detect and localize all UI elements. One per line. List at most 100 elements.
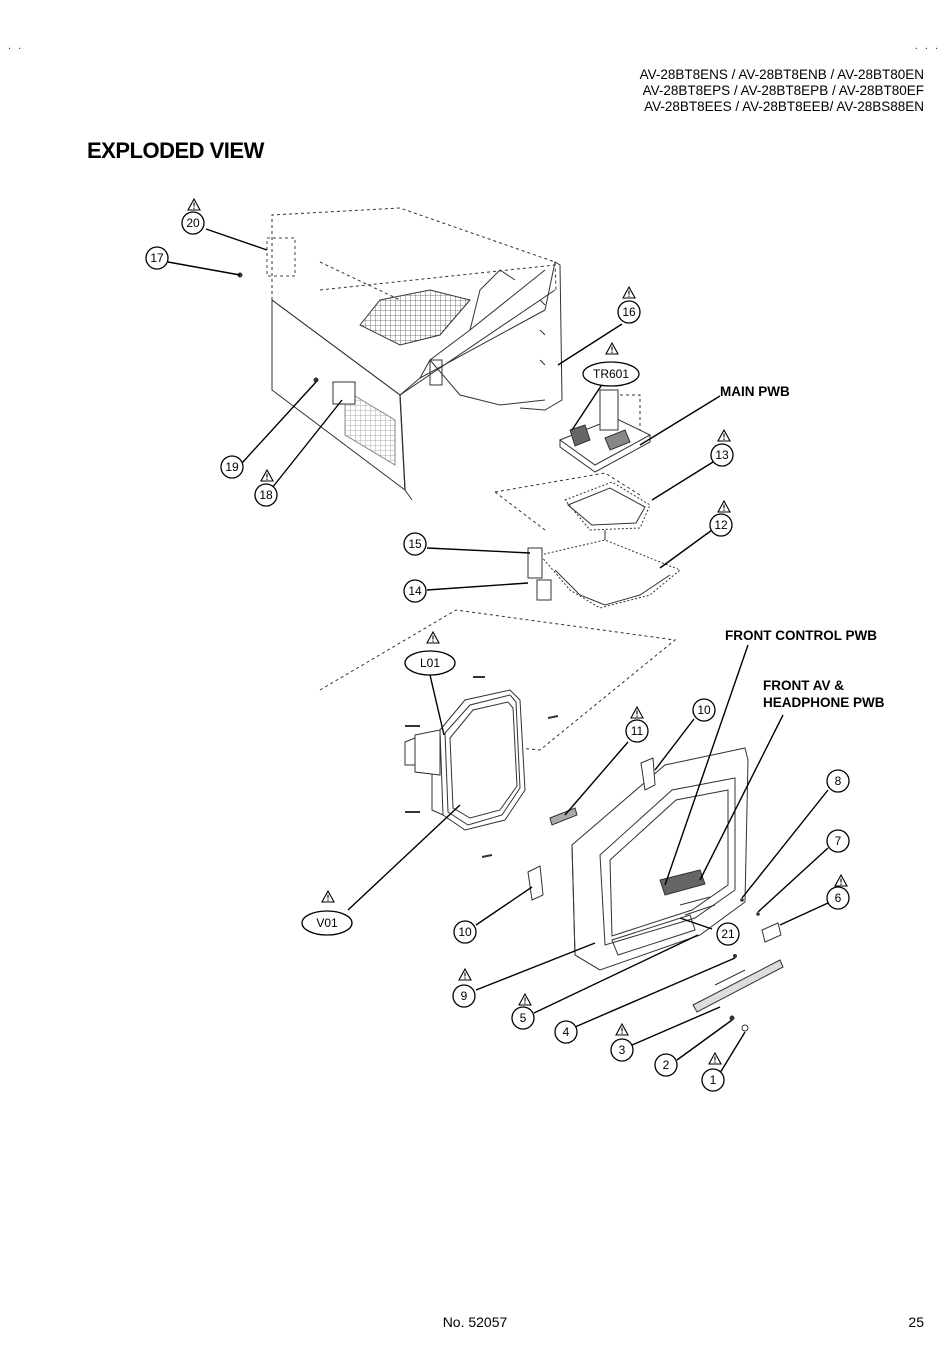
warning-icon [708, 1052, 722, 1065]
callout-7 [826, 829, 850, 853]
leader-lines [167, 228, 829, 1074]
callout-21 [716, 922, 740, 946]
callout-8-text: 8 [835, 774, 842, 788]
label-front-av-line1: FRONT AV & [763, 678, 844, 693]
pwb-bracket-12 [527, 530, 681, 609]
callout-6 [826, 886, 850, 910]
callout-7-text: 7 [835, 834, 842, 848]
main-pwb [558, 389, 652, 473]
callout-labels: 20 17 16 TR601 19 18 13 12 15 14 L01 11 … [150, 216, 841, 1087]
part-8 [740, 898, 744, 902]
callout-6-text: 6 [835, 891, 842, 905]
callout-v01 [301, 910, 353, 936]
warning-icon [518, 993, 532, 1006]
assembly-guide-1 [494, 472, 641, 531]
callout-10-top-text: 10 [697, 703, 711, 717]
part-6 [761, 922, 782, 943]
callout-19 [220, 455, 244, 479]
callout-tr601-text: TR601 [593, 367, 629, 381]
label-front-control-pwb: FRONT CONTROL PWB [725, 628, 877, 643]
warning-icon [615, 1023, 629, 1036]
corner-marks-right: . . . [914, 40, 940, 52]
corner-marks-left: . . [8, 40, 24, 52]
callout-12-text: 12 [714, 518, 728, 532]
warning-icon [834, 874, 848, 887]
callout-9 [452, 984, 476, 1008]
part-7 [756, 912, 760, 916]
knob-10-top [640, 757, 656, 791]
callout-2 [654, 1053, 678, 1077]
part-1 [741, 1024, 749, 1032]
callout-8 [826, 769, 850, 793]
ac-inlet [332, 381, 356, 405]
warning-icon [622, 286, 636, 299]
callout-12 [709, 513, 733, 537]
callout-10-bottom-text: 10 [458, 925, 472, 939]
callout-l01-text: L01 [420, 656, 440, 670]
part-3-bar [692, 959, 784, 1013]
part-3-detail [714, 969, 746, 986]
callout-21-text: 21 [721, 927, 735, 941]
section-labels: MAIN PWB FRONT CONTROL PWB FRONT AV & HE… [720, 384, 885, 710]
warning-icon [260, 469, 274, 482]
callout-1-text: 1 [710, 1073, 717, 1087]
callout-1 [701, 1068, 725, 1092]
label-main-pwb: MAIN PWB [720, 384, 790, 399]
callout-13-text: 13 [715, 448, 729, 462]
callout-4 [554, 1020, 578, 1044]
callout-11-text: 11 [631, 724, 644, 738]
rating-label-outline [266, 237, 296, 277]
model-line-3: AV-28BT8EES / AV-28BT8EEB/ AV-28BS88EN [644, 99, 924, 114]
warning-icon [321, 890, 335, 903]
callout-19-text: 19 [225, 460, 239, 474]
callout-tr601 [582, 361, 640, 387]
warning-icon [717, 500, 731, 513]
callout-10-bottom [453, 920, 477, 944]
callout-14-text: 14 [408, 584, 422, 598]
callout-2-text: 2 [663, 1058, 670, 1072]
callout-16 [617, 300, 641, 324]
callout-13 [710, 443, 734, 467]
callout-17-text: 17 [150, 251, 164, 265]
warning-icon [630, 706, 644, 719]
callout-20 [181, 211, 205, 235]
page-number: 25 [908, 1314, 924, 1330]
callout-5 [511, 1006, 535, 1030]
callout-v01-text: V01 [316, 916, 338, 930]
model-list: AV-28BT8ENS / AV-28BT8ENB / AV-28BT80EN … [640, 67, 924, 115]
model-line-1: AV-28BT8ENS / AV-28BT8ENB / AV-28BT80EN [639, 67, 924, 82]
callout-15 [403, 532, 427, 556]
warning-icon [458, 968, 472, 981]
part-11 [549, 807, 578, 826]
callout-18 [254, 483, 278, 507]
callout-14 [403, 579, 427, 603]
callout-17 [145, 246, 169, 270]
callout-11 [625, 719, 649, 743]
pwb-frame-13 [564, 481, 651, 531]
callout-5-text: 5 [520, 1011, 527, 1025]
part-4 [733, 954, 737, 958]
label-front-av-line2: HEADPHONE PWB [763, 695, 885, 710]
callout-10-top [692, 698, 716, 722]
warning-icon [717, 429, 731, 442]
model-line-2: AV-28BT8EPS / AV-28BT8EPB / AV-28BT80EF [642, 83, 924, 98]
callout-4-text: 4 [563, 1025, 570, 1039]
callout-9-text: 9 [461, 989, 468, 1003]
callout-18-text: 18 [259, 488, 273, 502]
callout-3 [610, 1038, 634, 1062]
callout-16-text: 16 [622, 305, 636, 319]
warning-icon [187, 198, 201, 211]
callout-l01 [404, 650, 456, 676]
callout-circles [145, 211, 850, 1092]
document-number: No. 52057 [442, 1314, 508, 1330]
callout-3-text: 3 [619, 1043, 626, 1057]
page-title: EXPLODED VIEW [87, 138, 264, 163]
warning-icon [605, 342, 619, 355]
front-cabinet [571, 747, 749, 971]
callout-20-text: 20 [186, 216, 200, 230]
rear-cabinet [271, 207, 563, 501]
callout-15-text: 15 [408, 537, 422, 551]
screw-19 [313, 377, 319, 383]
part-2 [729, 1015, 735, 1021]
